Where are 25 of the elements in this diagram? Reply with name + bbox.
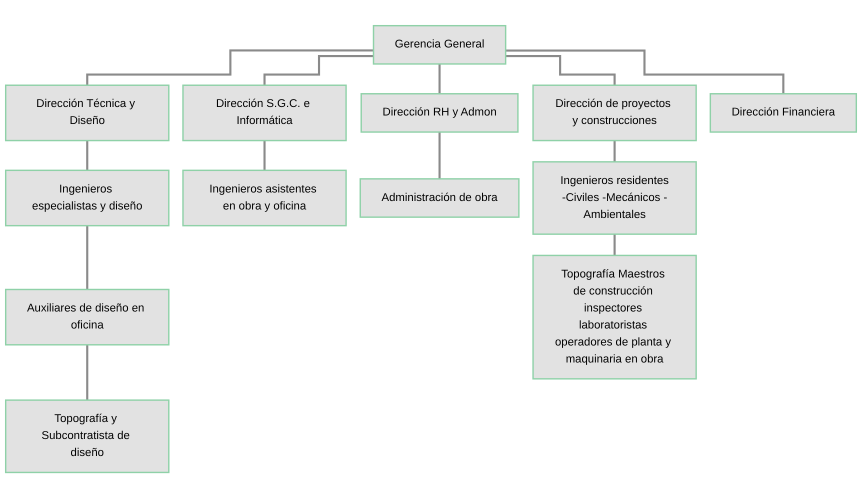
- node-box: Ingenieros asistentes en obra y oficina: [182, 170, 347, 227]
- node-box: Ingenieros residentes -Civiles -Mecánicos -Ambientales: [532, 162, 697, 236]
- node-box: Dirección S.G.C. e Informática: [182, 84, 347, 142]
- node-box: Topografía y Subcontratista de diseño: [4, 400, 170, 474]
- connector: [86, 344, 88, 402]
- node-box: Topografía Maestros de construcción inspectores laboratoristas operadores de planta y maquinaria en obra: [532, 255, 697, 380]
- node-box: Ingenieros especialistas y diseño: [4, 170, 170, 227]
- node-box: Dirección Financiera: [710, 93, 858, 134]
- connector: [438, 131, 441, 180]
- connector: [263, 55, 374, 87]
- node-box: Dirección RH y Admon: [360, 93, 519, 134]
- node-box: Dirección Técnica y Diseño: [4, 84, 170, 142]
- connector: [86, 50, 374, 87]
- connector: [506, 50, 784, 96]
- connector: [86, 225, 88, 291]
- node-box: Gerencia General: [372, 25, 506, 66]
- connector: [614, 234, 616, 257]
- node-box: Auxiliares de diseño en oficina: [4, 289, 170, 346]
- connector: [263, 140, 266, 172]
- connector: [438, 63, 441, 96]
- connector: [86, 140, 88, 172]
- connector: [506, 55, 616, 87]
- connector: [614, 140, 616, 164]
- node-box: Dirección de proyectos y construcciones: [532, 84, 697, 142]
- node-box: Administración de obra: [360, 178, 520, 218]
